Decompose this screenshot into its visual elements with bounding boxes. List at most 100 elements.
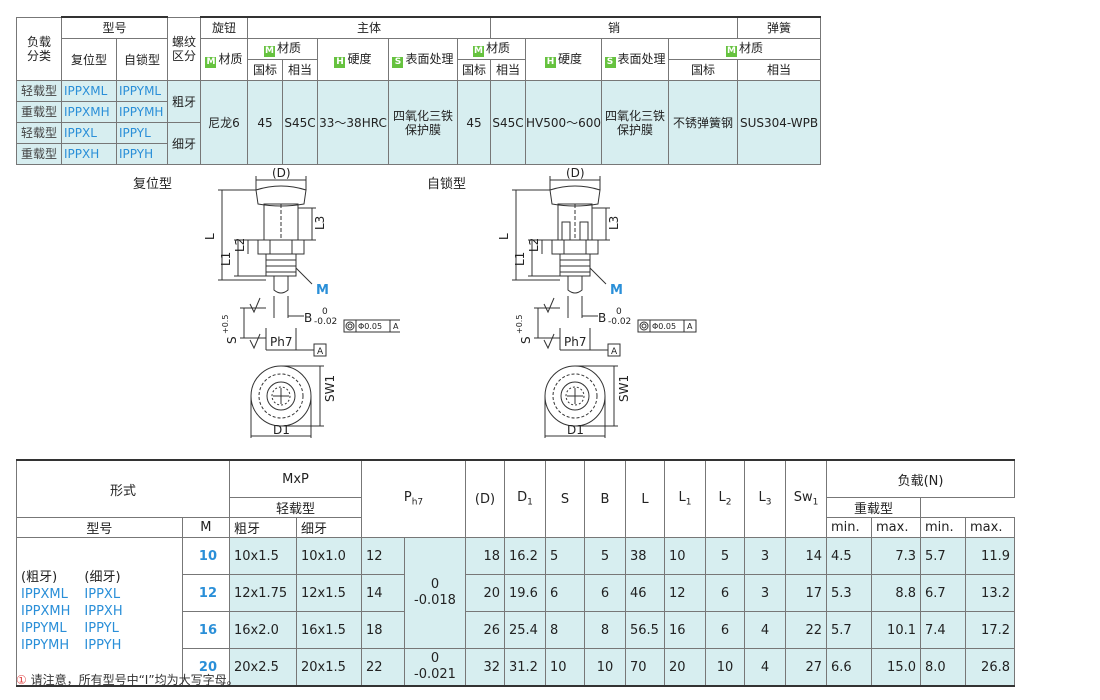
header-m: M <box>181 517 231 538</box>
dim-l3-label: L3 <box>313 216 327 230</box>
body-equiv-value: S45C <box>282 80 318 165</box>
header-b: B <box>584 459 626 538</box>
d-cell: 18 <box>465 537 505 575</box>
dim-b-tol-bot: -0.02 <box>314 317 337 327</box>
dim-sw1-label: SW1 <box>617 375 631 402</box>
light-min-cell: 5.7 <box>826 611 872 649</box>
header-heavy: 重载型 <box>826 497 921 518</box>
fine-thread-cell: 20x1.5 <box>296 648 362 687</box>
footnote-text: 请注意，所有型号中“I”均为大写字母。 <box>30 673 239 687</box>
spring-gb-value: 不锈弹簧钢 <box>668 80 739 165</box>
model-code: IPPYMH <box>21 638 70 653</box>
header-load-class: 负载 分类 <box>16 16 62 81</box>
thread-cell: 细牙 <box>167 122 201 165</box>
dim-b-label: B <box>598 311 606 325</box>
body-equiv-header: 相当 <box>282 59 318 81</box>
dim-d1-label: D1 <box>567 423 584 437</box>
fine-thread-cell: 12x1.5 <box>296 574 362 612</box>
l2-cell: 5 <box>705 537 745 575</box>
heavy-min-cell: 8.0 <box>920 648 966 687</box>
m-size-cell: 16 <box>181 611 231 649</box>
heavy-max-cell: 17.2 <box>965 611 1015 649</box>
l1-cell: 12 <box>664 574 706 612</box>
model-code: IPPYL <box>84 621 119 636</box>
warning-icon: ① <box>16 673 27 687</box>
light-max-cell: 8.8 <box>871 574 921 612</box>
l-cell: 70 <box>625 648 665 687</box>
d-cell: 20 <box>465 574 505 612</box>
fine-label: (细牙) <box>84 570 121 585</box>
pin-surface-value: 四氧化三铁 保护膜 <box>601 80 670 165</box>
d-cell: 32 <box>465 648 505 687</box>
l-cell: 38 <box>625 537 665 575</box>
l-cell: 46 <box>625 574 665 612</box>
model-code: IPPYML <box>21 621 67 636</box>
dim-l3-label: L3 <box>607 216 621 230</box>
header-spring: 弹簧 <box>737 16 822 39</box>
reset-drawing-label: 复位型 <box>133 177 173 192</box>
heavy-max-cell: 13.2 <box>965 574 1015 612</box>
header-heavy-max: max. <box>965 517 1015 538</box>
l3-cell: 4 <box>744 611 786 649</box>
load-class-cell: 重载型 <box>16 143 62 165</box>
model-code: IPPXH <box>84 604 123 619</box>
header-s: S <box>545 459 585 538</box>
dim-sw1-label: SW1 <box>323 375 337 402</box>
p-cell: 22 <box>361 648 405 687</box>
dim-m-label: M <box>316 283 329 298</box>
sw1-cell: 22 <box>785 611 827 649</box>
l3-cell: 3 <box>744 537 786 575</box>
reset-model-cell: IPPXML <box>61 80 117 102</box>
header-heavy-min: min. <box>920 517 966 538</box>
sw1-cell: 27 <box>785 648 827 687</box>
header-model: 型号 <box>16 517 183 538</box>
pin-hardness-value: HV500～600 <box>524 80 603 165</box>
dim-ph7-label: Ph7 <box>270 335 292 349</box>
d1-cell: 25.4 <box>504 611 546 649</box>
s-cell: 5 <box>545 537 585 575</box>
lock-drawing-label: 自锁型 <box>427 177 467 192</box>
header-thread: 螺纹 区分 <box>167 16 201 81</box>
header-model: 型号 <box>61 16 168 39</box>
material-tag-icon: M <box>726 46 738 57</box>
l-cell: 56.5 <box>625 611 665 649</box>
knob-material-value: 尼龙6 <box>200 80 248 165</box>
surface-tag-icon: S <box>604 56 616 68</box>
light-max-cell: 7.3 <box>871 537 921 575</box>
model-list: (粗牙) IPPXML IPPXMH IPPYML IPPYMH (细牙) IP… <box>16 537 183 687</box>
dim-d-label: (D) <box>566 168 585 180</box>
dim-ph7-label: Ph7 <box>564 335 586 349</box>
pin-gb-header: 国标 <box>457 59 491 81</box>
header-lock-type: 自锁型 <box>116 38 168 81</box>
load-class-cell: 轻载型 <box>16 80 62 102</box>
l1-cell: 20 <box>664 648 706 687</box>
lock-model-cell: IPPYH <box>116 143 168 165</box>
fine-thread-cell: 10x1.0 <box>296 537 362 575</box>
light-max-cell: 15.0 <box>871 648 921 687</box>
header-p: Ph7 <box>361 459 466 538</box>
footnote: ① 请注意，所有型号中“I”均为大写字母。 <box>16 671 239 688</box>
reset-model-cell: IPPXL <box>61 122 117 144</box>
header-d: (D) <box>465 459 505 538</box>
sw1-cell: 14 <box>785 537 827 575</box>
dim-l-label: L <box>497 233 511 240</box>
header-reset-type: 复位型 <box>61 38 117 81</box>
d-cell: 26 <box>465 611 505 649</box>
body-gb-header: 国标 <box>247 59 283 81</box>
body-hardness-value: 33～38HRC <box>317 80 389 165</box>
p-cell: 18 <box>361 611 405 649</box>
material-tag-icon: M <box>472 46 484 57</box>
spring-gb-header: 国标 <box>668 59 739 81</box>
body-surface-value: 四氧化三铁 保护膜 <box>388 80 458 165</box>
header-l3: L3 <box>744 459 786 538</box>
heavy-max-cell: 11.9 <box>965 537 1015 575</box>
l3-cell: 4 <box>744 648 786 687</box>
header-l1: L1 <box>664 459 706 538</box>
header-form: 形式 <box>16 459 230 518</box>
datum-a-label: A <box>317 347 324 357</box>
